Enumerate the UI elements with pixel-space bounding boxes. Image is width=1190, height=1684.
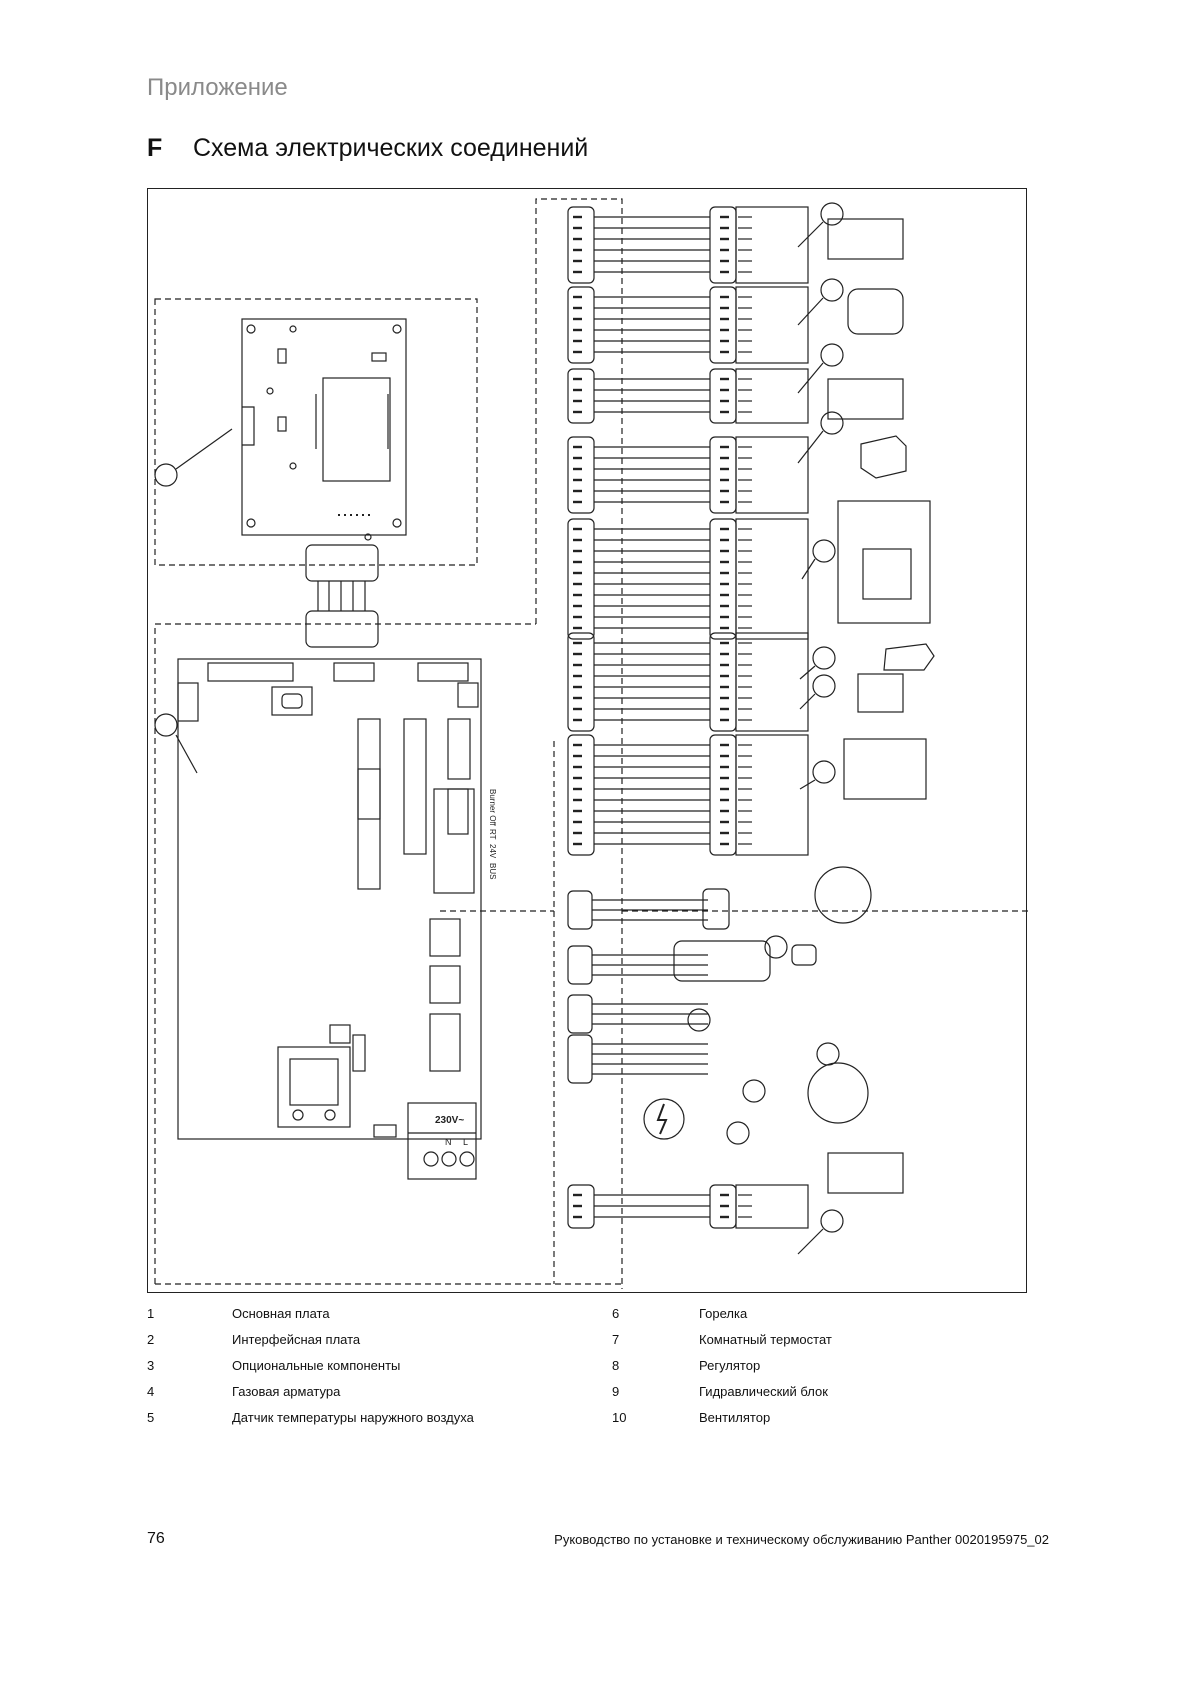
voltage-label: 230V~ (435, 1115, 464, 1126)
rt-label: RT (488, 829, 497, 840)
burner-off-label: Burner Off (488, 789, 497, 827)
component-sketches (807, 218, 935, 1194)
section-title: Приложение (147, 74, 288, 101)
appendix-letter: F (147, 134, 163, 162)
line-label: L (463, 1137, 468, 1147)
mains-terminal (407, 1102, 477, 1180)
dashed-regions (154, 198, 1028, 1289)
interface-board (241, 318, 407, 541)
main-board (177, 658, 482, 1140)
page-number: 76 (147, 1530, 165, 1547)
bus-label: BUS (488, 863, 497, 879)
ribbon-connector (305, 544, 379, 648)
24v-label: 24V (488, 844, 497, 859)
wiring-diagram: Burner Off RT 24V BUS 230V~ N L (147, 188, 1028, 1293)
neutral-label: N (445, 1137, 452, 1147)
callout-circles (154, 202, 844, 1255)
appendix-title: Схема электрических соединений (193, 134, 589, 162)
component-connectors (567, 206, 817, 1229)
page-heading: F Схема электрических соединений (147, 134, 588, 163)
wiring-diagram-drawing: Burner Off RT 24V BUS 230V~ N L (154, 198, 1028, 1289)
document-title: Руководство по установке и техническому … (554, 1532, 1049, 1547)
